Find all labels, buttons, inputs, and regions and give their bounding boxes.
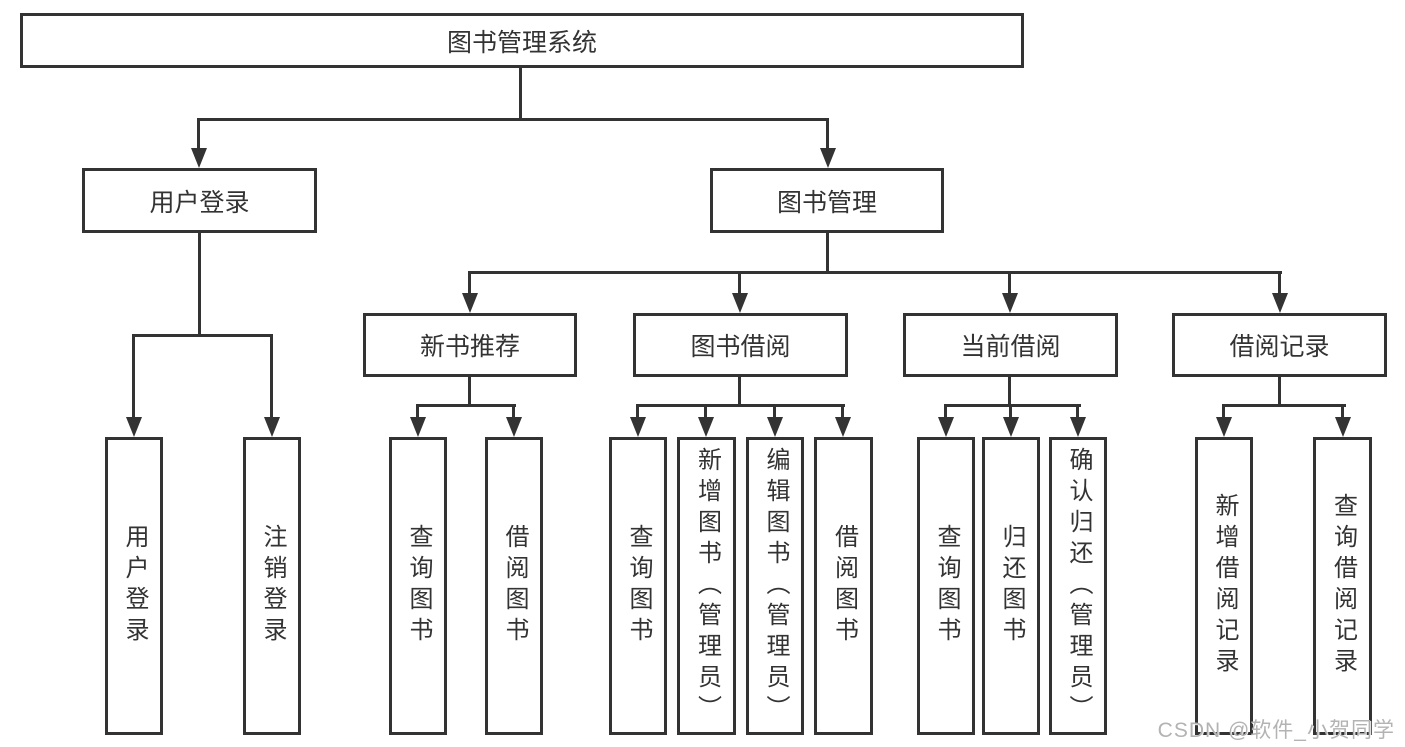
arrow-down-icon [835, 417, 851, 437]
node-return-book: 归还图书 [982, 437, 1040, 735]
node-new-book-recommendation: 新书推荐 [363, 313, 577, 377]
connector-vline [738, 377, 741, 407]
connector-shaft [841, 406, 844, 421]
connector-shaft [270, 336, 273, 421]
node-borrowing-records: 借阅记录 [1172, 313, 1387, 377]
connector-hline [468, 271, 1282, 274]
connector-hline [1222, 404, 1346, 407]
arrow-down-icon [820, 148, 836, 168]
arrow-down-icon [1002, 293, 1018, 313]
node-current-borrowing: 当前借阅 [903, 313, 1118, 377]
csdn-watermark: CSDN @软件_小贺同学 [1157, 719, 1395, 742]
connector-shaft [738, 273, 741, 297]
connector-shaft [132, 336, 135, 421]
node-add-borrow-record: 新增借阅记录 [1195, 437, 1253, 735]
arrow-down-icon [506, 417, 522, 437]
arrow-down-icon [938, 417, 954, 437]
arrow-down-icon [1070, 417, 1086, 437]
node-add-book-admin: 新增图书（管理员） [677, 437, 736, 735]
connector-vline [1008, 377, 1011, 407]
arrow-down-icon [462, 293, 478, 313]
node-user-login-leaf: 用户登录 [105, 437, 163, 735]
node-edit-book-admin: 编辑图书（管理员） [746, 437, 804, 735]
connector-shaft [1008, 273, 1011, 297]
connector-shaft [197, 120, 200, 152]
connector-vline [198, 233, 201, 337]
arrow-down-icon [732, 293, 748, 313]
connector-vline [468, 377, 471, 407]
node-user-login: 用户登录 [82, 168, 317, 233]
connector-shaft [468, 273, 471, 297]
node-search-books-borrowing: 查询图书 [609, 437, 667, 735]
node-search-books-recommendation: 查询图书 [389, 437, 447, 735]
connector-shaft [826, 120, 829, 152]
arrow-down-icon [630, 417, 646, 437]
node-logout: 注销登录 [243, 437, 301, 735]
connector-shaft [773, 406, 776, 421]
connector-shaft [416, 406, 419, 421]
connector-hline [636, 404, 845, 407]
connector-vline [1278, 377, 1281, 407]
node-book-management: 图书管理 [710, 168, 944, 233]
arrow-down-icon [767, 417, 783, 437]
connector-vline [519, 66, 522, 121]
connector-shaft [1009, 406, 1012, 421]
arrow-down-icon [1272, 293, 1288, 313]
connector-shaft [1278, 273, 1281, 297]
node-search-books-current: 查询图书 [917, 437, 975, 735]
node-borrow-books-leaf: 借阅图书 [814, 437, 873, 735]
connector-hline [132, 334, 273, 337]
arrow-down-icon [264, 417, 280, 437]
arrow-down-icon [1216, 417, 1232, 437]
node-library-management-system: 图书管理系统 [20, 13, 1024, 68]
connector-hline [416, 404, 516, 407]
node-book-borrowing: 图书借阅 [633, 313, 848, 377]
arrow-down-icon [191, 148, 207, 168]
arrow-down-icon [698, 417, 714, 437]
connector-shaft [512, 406, 515, 421]
connector-shaft [704, 406, 707, 421]
connector-shaft [1222, 406, 1225, 421]
arrow-down-icon [410, 417, 426, 437]
connector-shaft [1341, 406, 1344, 421]
connector-shaft [1076, 406, 1079, 421]
connector-vline [826, 233, 829, 274]
connector-shaft [636, 406, 639, 421]
node-confirm-return-admin: 确认归还（管理员） [1049, 437, 1107, 735]
connector-hline [944, 404, 1081, 407]
arrow-down-icon [126, 417, 142, 437]
node-borrow-books-recommendation: 借阅图书 [485, 437, 543, 735]
connector-hline [197, 118, 829, 121]
connector-shaft [944, 406, 947, 421]
node-search-borrow-record: 查询借阅记录 [1313, 437, 1372, 735]
arrow-down-icon [1003, 417, 1019, 437]
arrow-down-icon [1335, 417, 1351, 437]
